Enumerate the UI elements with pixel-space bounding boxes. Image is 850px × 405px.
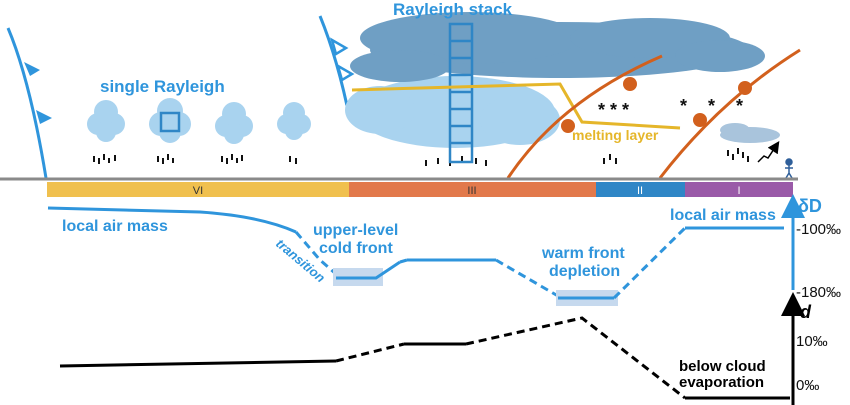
melting-layer-label: melting layer [572,127,659,143]
d-axis: d 10‰ 0‰ [781,292,828,405]
vapor-arrow [757,141,780,163]
warm-front-depletion-label: warm front [541,245,625,262]
single-rayleigh-clouds [87,98,311,144]
snow-marks: * * * [680,96,751,116]
below-cloud-label: evaporation [679,374,764,391]
small-cloud [87,100,125,142]
sector-i [685,182,793,197]
dD-tick: -100‰ [796,221,841,238]
sector-label: II [637,185,643,197]
rayleigh-stack-label: Rayleigh stack [393,0,513,19]
small-cloud [277,102,311,140]
dD-tick: -180‰ [796,284,841,301]
warm-front-depletion-label: depletion [549,263,620,280]
warm-front-lines [506,48,801,179]
upper-level-cold-front-label: cold front [319,240,393,257]
observer-icon [785,158,793,179]
sector-bar: VI III II I [47,182,793,197]
sector-ii [596,182,685,197]
dD-axis-label: δD [798,196,822,216]
snow-marks: * * * [598,100,629,120]
sector-label: III [467,185,476,197]
d-axis-label: d [800,302,812,322]
d-tick: 0‰ [796,377,819,394]
isotope-curve [47,206,784,306]
sector-vi [47,182,349,197]
rayleigh-stack-ladder [448,22,474,164]
local-air-mass-right-label: local air mass [670,207,776,224]
frontal-cloud-system [345,12,780,148]
deuterium-excess-curve [59,316,790,400]
upper-level-cold-front-label: upper-level [313,222,398,239]
small-cloud [215,102,253,144]
rain-marks [93,148,749,166]
single-rayleigh-label: single Rayleigh [100,77,225,96]
sector-label: I [737,185,740,197]
below-cloud-label: below cloud [679,358,766,375]
cold-front-symbol-left [6,27,52,179]
small-cloud [149,98,191,143]
melting-layer-line [351,82,681,130]
sector-iii [349,182,596,197]
dD-axis: δD -100‰ -180‰ [781,194,841,301]
local-air-mass-left-label: local air mass [62,218,168,235]
sector-label: VI [193,185,203,197]
d-tick: 10‰ [796,333,828,350]
